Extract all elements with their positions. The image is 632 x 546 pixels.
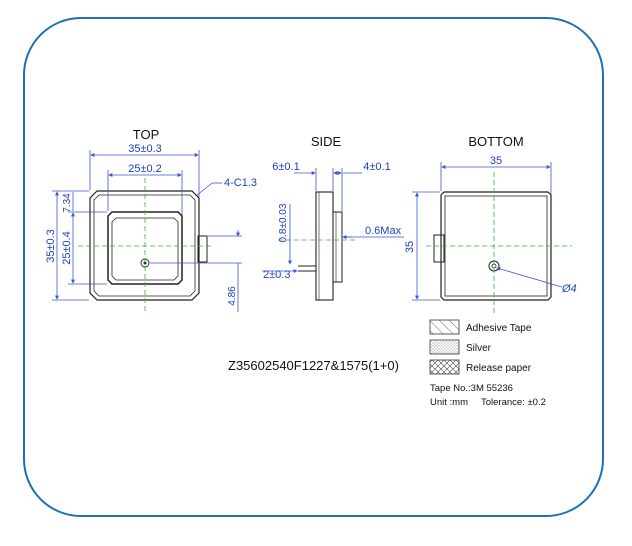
top-patch-outline [107,211,183,285]
side-dim-vertical-label: 0.8±0.03 [278,203,289,242]
legend-swatch-silver [429,339,460,355]
bottom-dim-hole-label: Ø4 [561,283,577,295]
bottom-dim-height-label: 35 [404,241,416,253]
bottom-dim-hole [496,267,563,288]
top-dim-chamfer-label: 4-C1.3 [224,177,257,189]
top-dim-offset-label: 7.34 [62,193,73,213]
rounded-frame [23,17,604,517]
bottom-pin-tab [433,234,445,263]
top-patch-silver [111,217,179,281]
side-dim-right-label: 4±0.1 [363,161,390,173]
part-number: Z35602540F1227&1575(1+0) [228,358,399,373]
side-dim-pin-label: 2±0.3 [263,269,290,281]
side-body [315,191,334,301]
legend-label-silver: Silver [466,343,492,354]
tolerance-note: Tolerance: ±0.2 [481,397,546,408]
top-pin-tab [197,235,208,263]
side-dim-left-label: 6±0.1 [272,161,299,173]
unit-note: Unit :mm [430,397,468,408]
bottom-view: BOTTOM 35 35 Ø4 [404,134,577,316]
top-dim-height-outer-label: 35±0.3 [45,229,57,263]
legend-swatch-adhesive [429,319,460,335]
top-silver-area [93,194,196,297]
side-dim-max-label: 0.6Max [365,225,402,237]
side-view-title: SIDE [311,134,342,149]
side-view: SIDE 6±0.1 4±0.1 0.8±0.03 0.6Max 2±0.3 [262,134,404,301]
bottom-dim-width-label: 35 [490,155,502,167]
top-dim-width-inner-label: 25±0.2 [128,163,162,175]
top-view: TOP 35±0.3 25±0.2 4-C1.3 35±0.3 [45,127,257,312]
bottom-view-title: BOTTOM [468,134,523,149]
top-body-outline [89,190,200,301]
bottom-body-outline [440,191,552,301]
top-dim-pin-offset-label: 4.86 [227,286,238,306]
side-patch [332,211,343,283]
top-dim-height-inner-label: 25±0.4 [61,231,73,265]
tape-number: Tape No.:3M 55236 [430,383,513,394]
legend-label-adhesive: Adhesive Tape [466,323,532,334]
top-view-title: TOP [133,127,160,142]
legend: Adhesive Tape Silver Release paper [429,319,532,375]
legend-swatch-release [429,359,460,375]
top-dim-width-outer-label: 35±0.3 [128,143,162,155]
legend-label-release: Release paper [466,363,532,374]
